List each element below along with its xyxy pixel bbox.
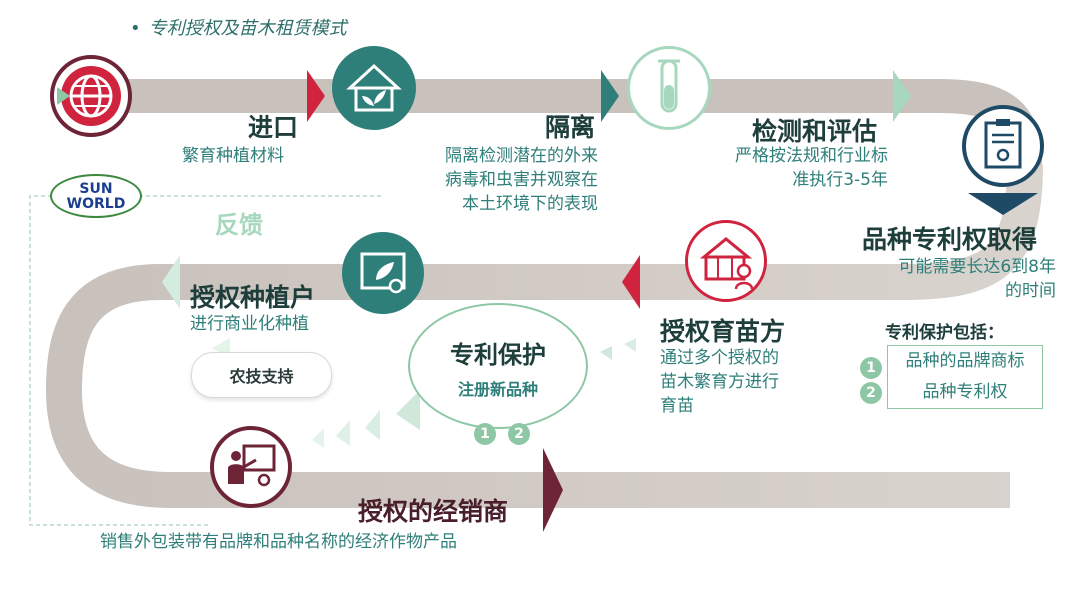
protection-title: 专利保护 [450, 341, 546, 369]
nursery-circle [685, 220, 767, 302]
arrow-distributor [543, 448, 563, 532]
grower-title: 授权种植户 [190, 283, 316, 312]
protection-item-2: 品种专利权 [922, 382, 1008, 402]
path-middle-bottom [45, 164, 1043, 508]
feedback-label: 反馈 [215, 211, 263, 239]
arrow-import [307, 70, 325, 122]
feedback-loop [29, 195, 381, 526]
isolation-circle [332, 46, 416, 130]
nursery-desc: 通过多个授权的 苗木繁育方进行 育苗 [660, 348, 779, 416]
arrow-patent [968, 193, 1038, 215]
distributor-title: 授权的经销商 [358, 497, 509, 526]
patent-title: 品种专利权取得 [862, 225, 1038, 254]
test-tube-icon [658, 59, 680, 113]
protection-num-2: 2 [508, 423, 530, 445]
sunworld-logo: SUN WORLD [50, 174, 142, 218]
testing-circle [627, 46, 711, 130]
patent-protection-oval: 专利保护 注册新品种 [408, 303, 588, 429]
certificate-icon [984, 119, 1022, 169]
patent-desc: 可能需要长达6到8年 的时间 [898, 257, 1056, 301]
nursery-title: 授权育苗方 [660, 317, 786, 346]
testing-desc: 严格按法规和行业标 准执行3-5年 [735, 146, 888, 190]
distributor-circle [210, 426, 292, 508]
grower-desc: 进行商业化种植 [190, 314, 309, 334]
presenter-icon [228, 444, 276, 487]
arrow-isolation [601, 70, 619, 122]
protection-list-heading: 专利保护包括： [885, 323, 1004, 343]
globe-icon [57, 66, 121, 126]
greenhouse-icon [346, 63, 402, 112]
protection-list-num-1: 1 [860, 357, 882, 379]
protection-list-num-2: 2 [860, 382, 882, 404]
arrow-testing [893, 70, 911, 122]
testing-title: 检测和评估 [752, 117, 878, 146]
patent-circle [962, 105, 1044, 187]
protection-num-1: 1 [474, 423, 496, 445]
arrow-nursery [622, 255, 640, 309]
planting-icon [360, 252, 406, 294]
distributor-desc: 销售外包装带有品牌和品种名称的经济作物产品 [100, 532, 457, 552]
import-title: 进口 [248, 113, 299, 142]
protection-list-box: 品种的品牌商标 品种专利权 [887, 345, 1043, 409]
import-desc: 繁育种植材料 [182, 146, 284, 166]
greenhouse-worker-icon [699, 237, 754, 290]
grower-circle [342, 232, 424, 314]
import-circle [50, 55, 132, 137]
agri-support-badge: 农技支持 [191, 352, 332, 398]
isolation-title: 隔离 [545, 113, 596, 142]
arrow-grower [162, 255, 180, 309]
isolation-desc: 隔离检测潜在的外来 病毒和虫害并观察在 本土环境下的表现 [445, 146, 598, 214]
protection-item-1: 品种的品牌商标 [905, 351, 1025, 371]
protection-subtitle: 注册新品种 [457, 380, 538, 399]
page-title: •专利授权及苗木租赁模式 [130, 18, 347, 39]
